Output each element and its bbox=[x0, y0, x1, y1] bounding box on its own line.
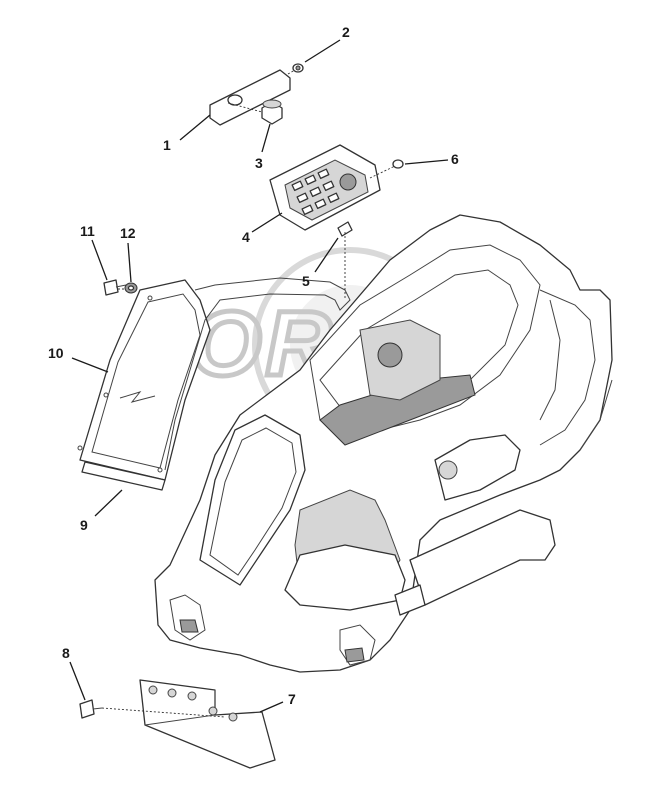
cab-body bbox=[154, 214, 613, 673]
callout-3: 3 bbox=[255, 155, 263, 171]
bracket-part-7 bbox=[139, 679, 276, 769]
screw-part-2 bbox=[292, 63, 304, 73]
callout-7: 7 bbox=[288, 691, 296, 707]
callout-12: 12 bbox=[120, 225, 136, 241]
connector-part-5-plug bbox=[337, 221, 353, 237]
callout-8: 8 bbox=[62, 645, 70, 661]
callout-2: 2 bbox=[342, 24, 350, 40]
assembly-lines bbox=[101, 69, 396, 718]
leader-lines bbox=[69, 39, 449, 713]
callout-6: 6 bbox=[451, 151, 459, 167]
callout-labels: 1 2 3 4 5 6 7 8 9 10 11 12 bbox=[48, 24, 459, 707]
bolt-part-8 bbox=[79, 699, 103, 719]
switch-part-3 bbox=[261, 99, 283, 125]
callout-11: 11 bbox=[80, 223, 95, 239]
nut-part-12 bbox=[124, 282, 138, 294]
callout-9: 9 bbox=[80, 517, 88, 533]
bracket-part-1 bbox=[209, 69, 291, 126]
callout-1: 1 bbox=[163, 137, 171, 153]
screw-part-6 bbox=[392, 159, 404, 169]
gasket-part-5 bbox=[164, 277, 351, 471]
seal-strip-part-9 bbox=[81, 461, 166, 491]
callout-10: 10 bbox=[48, 345, 64, 361]
callout-5: 5 bbox=[302, 273, 310, 289]
callout-4: 4 bbox=[242, 229, 250, 245]
side-panel-part-10 bbox=[77, 279, 211, 481]
keypad-part-4 bbox=[269, 144, 381, 231]
bolt-part-11 bbox=[103, 279, 127, 296]
